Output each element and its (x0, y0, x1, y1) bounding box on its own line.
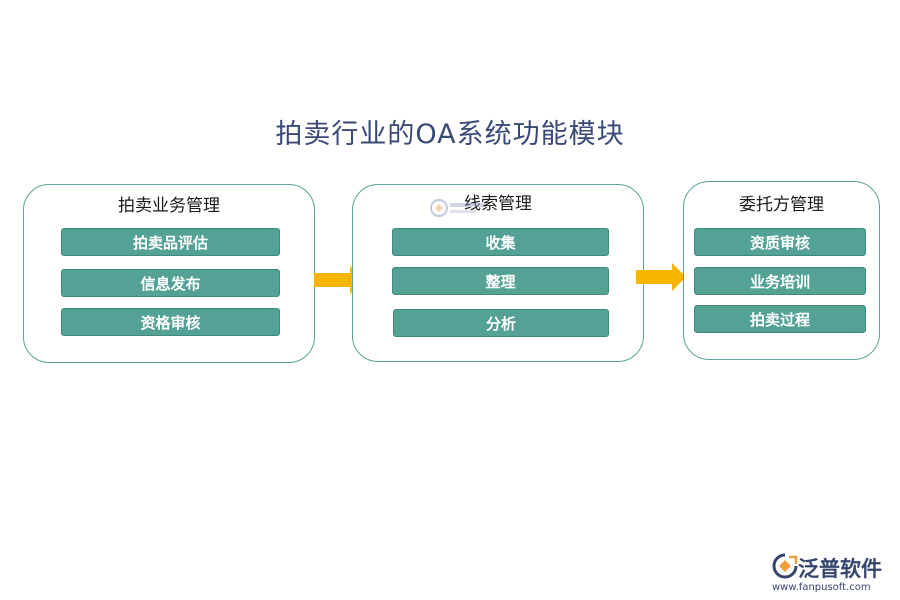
item-node: 拍卖过程 (694, 305, 866, 333)
item-node: 信息发布 (61, 269, 280, 297)
brand-name: 泛普软件 (798, 557, 882, 581)
brand-logo: 泛普软件 www.fanpusoft.com (772, 553, 897, 598)
group-auction-business: 拍卖业务管理 拍卖品评估 信息发布 资格审核 (23, 184, 315, 363)
group-title: 拍卖业务管理 (118, 196, 220, 216)
item-node: 资格审核 (61, 308, 280, 336)
item-node: 整理 (392, 267, 609, 295)
flow-arrow-icon (636, 263, 686, 291)
item-node: 收集 (392, 228, 609, 256)
flow-arrow-icon (314, 266, 364, 294)
fanpu-watermark-icon (430, 199, 484, 217)
item-node: 拍卖品评估 (61, 228, 280, 256)
item-node: 分析 (393, 309, 609, 337)
group-client-management: 委托方管理 资质审核 业务培训 拍卖过程 (683, 181, 880, 360)
item-node: 业务培训 (694, 267, 866, 295)
group-title: 委托方管理 (739, 195, 824, 215)
diagram-title: 拍卖行业的OA系统功能模块 (275, 119, 625, 150)
brand-url: www.fanpusoft.com (772, 582, 871, 593)
group-lead-management: 线索管理 收集 整理 分析 (352, 184, 644, 362)
group-title: 线索管理 (464, 194, 532, 214)
item-node: 资质审核 (694, 228, 866, 256)
fanpu-logo-icon (772, 553, 798, 579)
